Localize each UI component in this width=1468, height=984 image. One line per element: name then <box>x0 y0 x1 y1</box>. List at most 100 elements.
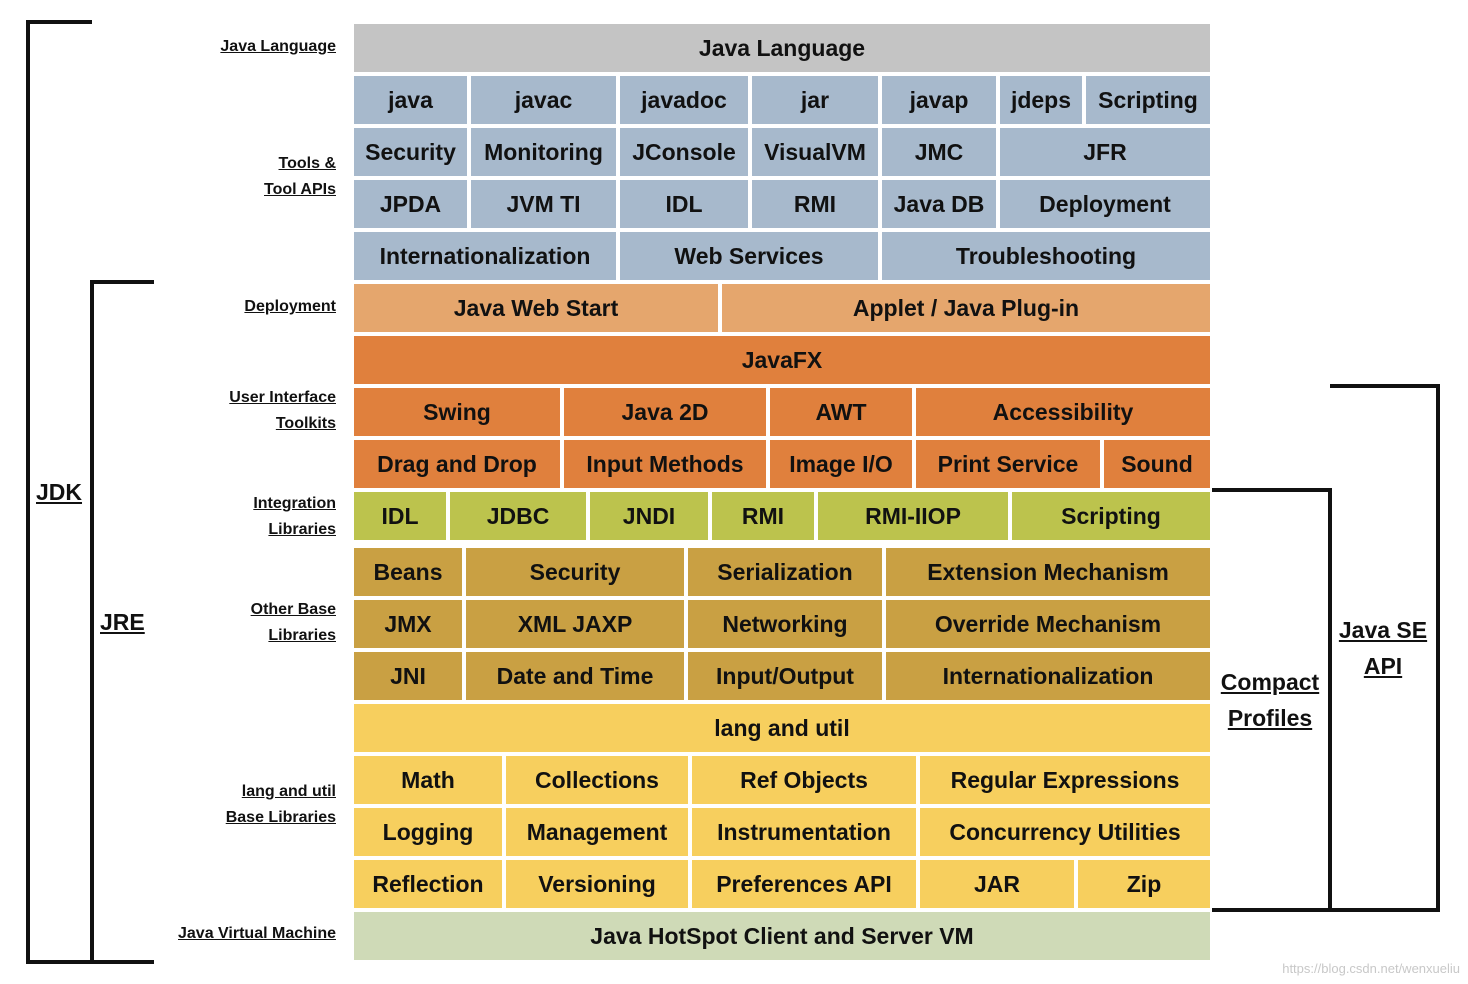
lang-cell: Collections <box>506 756 688 804</box>
tool-cell: JMC <box>882 128 996 176</box>
lang-cell: Management <box>506 808 688 856</box>
label-ui-toolkits: User Interface Toolkits <box>229 385 336 437</box>
tool-cell: Scripting <box>1086 76 1210 124</box>
jdk-bracket-bottom <box>26 960 92 964</box>
ui-cell: Input Methods <box>564 440 766 488</box>
label-tools: Tools & Tool APIs <box>264 151 336 203</box>
label-deployment: Deployment <box>244 298 336 315</box>
integration-cell: RMI <box>712 492 814 540</box>
javafx-bar: JavaFX <box>354 336 1210 384</box>
label-lang-line2: Base Libraries <box>225 809 336 826</box>
integration-cell: JNDI <box>590 492 708 540</box>
integration-cell: JDBC <box>450 492 586 540</box>
integration-cell: IDL <box>354 492 446 540</box>
tool-cell: IDL <box>620 180 748 228</box>
label-tools-line2: Tool APIs <box>264 181 336 198</box>
other-base-cell: JNI <box>354 652 462 700</box>
javase-bracket-top <box>1330 384 1440 388</box>
tool-cell: jdeps <box>1000 76 1082 124</box>
label-jvm: Java Virtual Machine <box>178 925 336 942</box>
other-base-cell: XML JAXP <box>466 600 684 648</box>
ui-cell: AWT <box>770 388 912 436</box>
ui-cell: Print Service <box>916 440 1100 488</box>
lang-cell: Instrumentation <box>692 808 916 856</box>
compact-bracket-bottom <box>1212 908 1330 912</box>
jre-bracket-top <box>90 280 154 284</box>
other-base-cell: Input/Output <box>688 652 882 700</box>
other-base-cell: Networking <box>688 600 882 648</box>
ui-cell: Drag and Drop <box>354 440 560 488</box>
tool-cell: Monitoring <box>471 128 616 176</box>
label-other-base: Other Base Libraries <box>251 597 336 649</box>
jre-bracket-spine <box>90 280 94 964</box>
other-base-cell: Extension Mechanism <box>886 548 1210 596</box>
tool-cell: Java DB <box>882 180 996 228</box>
tool-cell: JFR <box>1000 128 1210 176</box>
jdk-bracket-top <box>26 20 92 24</box>
tool-cell: RMI <box>752 180 878 228</box>
lang-cell: Logging <box>354 808 502 856</box>
lang-util-bar: lang and util <box>354 704 1210 752</box>
lang-cell: Zip <box>1078 860 1210 908</box>
tool-cell: javap <box>882 76 996 124</box>
other-base-cell: Internationalization <box>886 652 1210 700</box>
label-integration-line1: Integration <box>253 495 336 512</box>
jvm-bar: Java HotSpot Client and Server VM <box>354 912 1210 960</box>
tool-cell: JVM TI <box>471 180 616 228</box>
compact-bracket-spine <box>1328 488 1332 912</box>
ui-cell: Sound <box>1104 440 1210 488</box>
label-integration-line2: Libraries <box>268 521 336 538</box>
lang-cell: Reflection <box>354 860 502 908</box>
other-base-cell: Beans <box>354 548 462 596</box>
label-ui-line2: Toolkits <box>275 415 336 432</box>
tool-cell: javadoc <box>620 76 748 124</box>
tool-cell: JConsole <box>620 128 748 176</box>
other-base-cell: Override Mechanism <box>886 600 1210 648</box>
jdk-bracket-spine <box>26 20 30 964</box>
javase-line2: API <box>1363 653 1403 679</box>
ui-cell: Image I/O <box>770 440 912 488</box>
lang-cell: Ref Objects <box>692 756 916 804</box>
lang-cell: JAR <box>920 860 1074 908</box>
jre-bracket-bottom <box>90 960 154 964</box>
javase-bracket-bottom <box>1330 908 1440 912</box>
label-lang-line1: lang and util <box>241 783 336 800</box>
tool-cell: java <box>354 76 467 124</box>
javase-api-label: Java SE API <box>1332 612 1434 684</box>
tool-cell: JPDA <box>354 180 467 228</box>
compact-bracket-top <box>1212 488 1330 492</box>
tool-cell: VisualVM <box>752 128 878 176</box>
integration-cell: Scripting <box>1012 492 1210 540</box>
lang-cell: Preferences API <box>692 860 916 908</box>
label-integration: Integration Libraries <box>253 491 336 543</box>
ui-cell: Swing <box>354 388 560 436</box>
label-ui-line1: User Interface <box>229 389 336 406</box>
tool-cell: Security <box>354 128 467 176</box>
other-base-cell: Date and Time <box>466 652 684 700</box>
jre-label: JRE <box>100 609 145 635</box>
other-base-cell: JMX <box>354 600 462 648</box>
java-language-bar: Java Language <box>354 24 1210 72</box>
lang-cell: Concurrency Utilities <box>920 808 1210 856</box>
label-other-line2: Libraries <box>268 627 336 644</box>
watermark: https://blog.csdn.net/wenxueliu <box>1282 961 1460 976</box>
label-other-line1: Other Base <box>250 601 336 618</box>
tool-cell: Deployment <box>1000 180 1210 228</box>
tool-cell: Internationalization <box>354 232 616 280</box>
javase-bracket-spine <box>1436 384 1440 912</box>
lang-cell: Versioning <box>506 860 688 908</box>
integration-cell: RMI-IIOP <box>818 492 1008 540</box>
compact-profiles-label: Compact Profiles <box>1212 664 1328 736</box>
ui-cell: Accessibility <box>916 388 1210 436</box>
tool-cell: javac <box>471 76 616 124</box>
jdk-label: JDK <box>36 479 83 505</box>
other-base-cell: Serialization <box>688 548 882 596</box>
tool-cell: jar <box>752 76 878 124</box>
label-lang-util: lang and util Base Libraries <box>226 779 336 831</box>
tool-cell: Troubleshooting <box>882 232 1210 280</box>
label-java-language: Java Language <box>220 38 336 55</box>
ui-cell: Java 2D <box>564 388 766 436</box>
deployment-cell: Java Web Start <box>354 284 718 332</box>
lang-cell: Math <box>354 756 502 804</box>
label-tools-line1: Tools & <box>278 155 336 172</box>
